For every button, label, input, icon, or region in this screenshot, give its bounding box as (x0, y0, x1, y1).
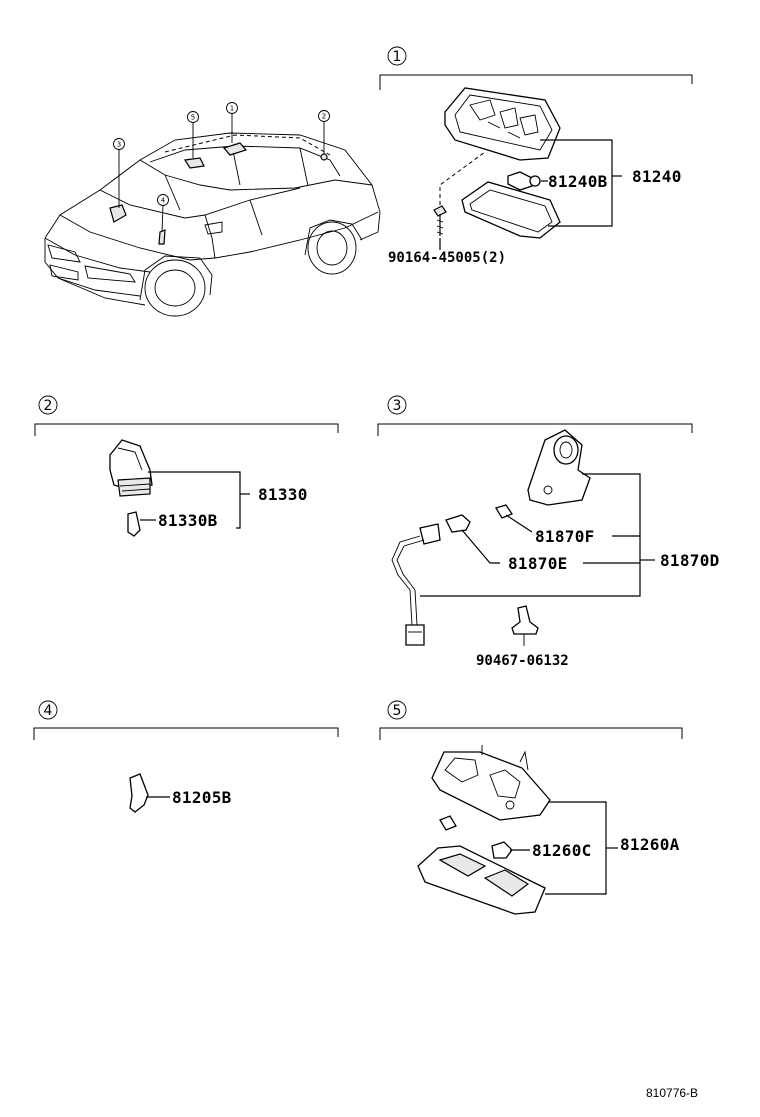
glovebox-lamp-mark (109, 204, 127, 223)
bulb-81205b (129, 773, 149, 813)
part-label-81260c[interactable]: 81260C (532, 841, 592, 860)
car-illustration (44, 113, 381, 317)
bulb-81260c (491, 841, 513, 859)
part-label-90164-45005[interactable]: 90164-45005(2) (388, 250, 506, 266)
ignition-lamp-bracket (527, 429, 591, 506)
car-callout-2: 2 (318, 110, 330, 122)
section-3: 3 81870F (377, 395, 720, 669)
part-label-81870f[interactable]: 81870F (535, 527, 595, 546)
section-1: 1 81240 (379, 46, 693, 266)
courtesy-lamp-socket (109, 439, 153, 497)
section-number-1: 1 (393, 49, 402, 65)
svg-text:4: 4 (161, 197, 166, 205)
svg-text:5: 5 (191, 114, 195, 122)
ignition-lamp-mark (158, 229, 166, 245)
car-callout-4: 4 (157, 194, 169, 206)
part-label-81205b[interactable]: 81205B (172, 788, 232, 807)
map-lamp-mark (183, 157, 205, 169)
dome-lamp-lens (461, 181, 561, 239)
wire-harness (391, 523, 441, 646)
part-label-81870d[interactable]: 81870D (660, 551, 720, 570)
car-callout-5: 5 (187, 111, 199, 123)
part-label-81870e[interactable]: 81870E (508, 554, 568, 573)
part-label-81240[interactable]: 81240 (632, 167, 682, 186)
section-4: 4 81205B (33, 700, 339, 813)
clip-90467 (511, 605, 539, 646)
part-label-81330[interactable]: 81330 (258, 485, 308, 504)
svg-text:3: 3 (117, 141, 121, 149)
bulb-81870e (445, 514, 471, 533)
section-number-4: 4 (44, 703, 53, 719)
bulb-81240b (507, 171, 541, 191)
screw-90164 (433, 205, 447, 236)
diagram-reference-code: 810776-B (646, 1086, 698, 1100)
car-callout-3: 3 (113, 138, 125, 150)
bulb-81260c-left (439, 815, 457, 831)
section-number-3: 3 (393, 398, 402, 414)
part-label-90467-06132[interactable]: 90467-06132 (476, 653, 569, 669)
part-label-81330b[interactable]: 81330B (158, 511, 218, 530)
map-lamp-housing (431, 745, 551, 821)
section-5: 5 81260C 81260A (379, 700, 683, 915)
car-callout-1: 1 (226, 102, 238, 114)
dome-lamp-housing (444, 87, 561, 161)
section-number-5: 5 (393, 703, 402, 719)
map-lamp-lens (417, 845, 546, 915)
part-label-81240b[interactable]: 81240B (548, 172, 608, 191)
part-label-81260a[interactable]: 81260A (620, 835, 680, 854)
bulb-81330b (127, 511, 141, 537)
bulb-81870f (495, 504, 513, 519)
section-number-2: 2 (44, 398, 53, 414)
svg-text:1: 1 (230, 105, 234, 113)
roof-lamp-mark (222, 142, 248, 156)
rear-lamp-mark (320, 153, 328, 161)
svg-text:2: 2 (322, 113, 326, 121)
section-2: 2 81330B 81330 (34, 395, 339, 537)
